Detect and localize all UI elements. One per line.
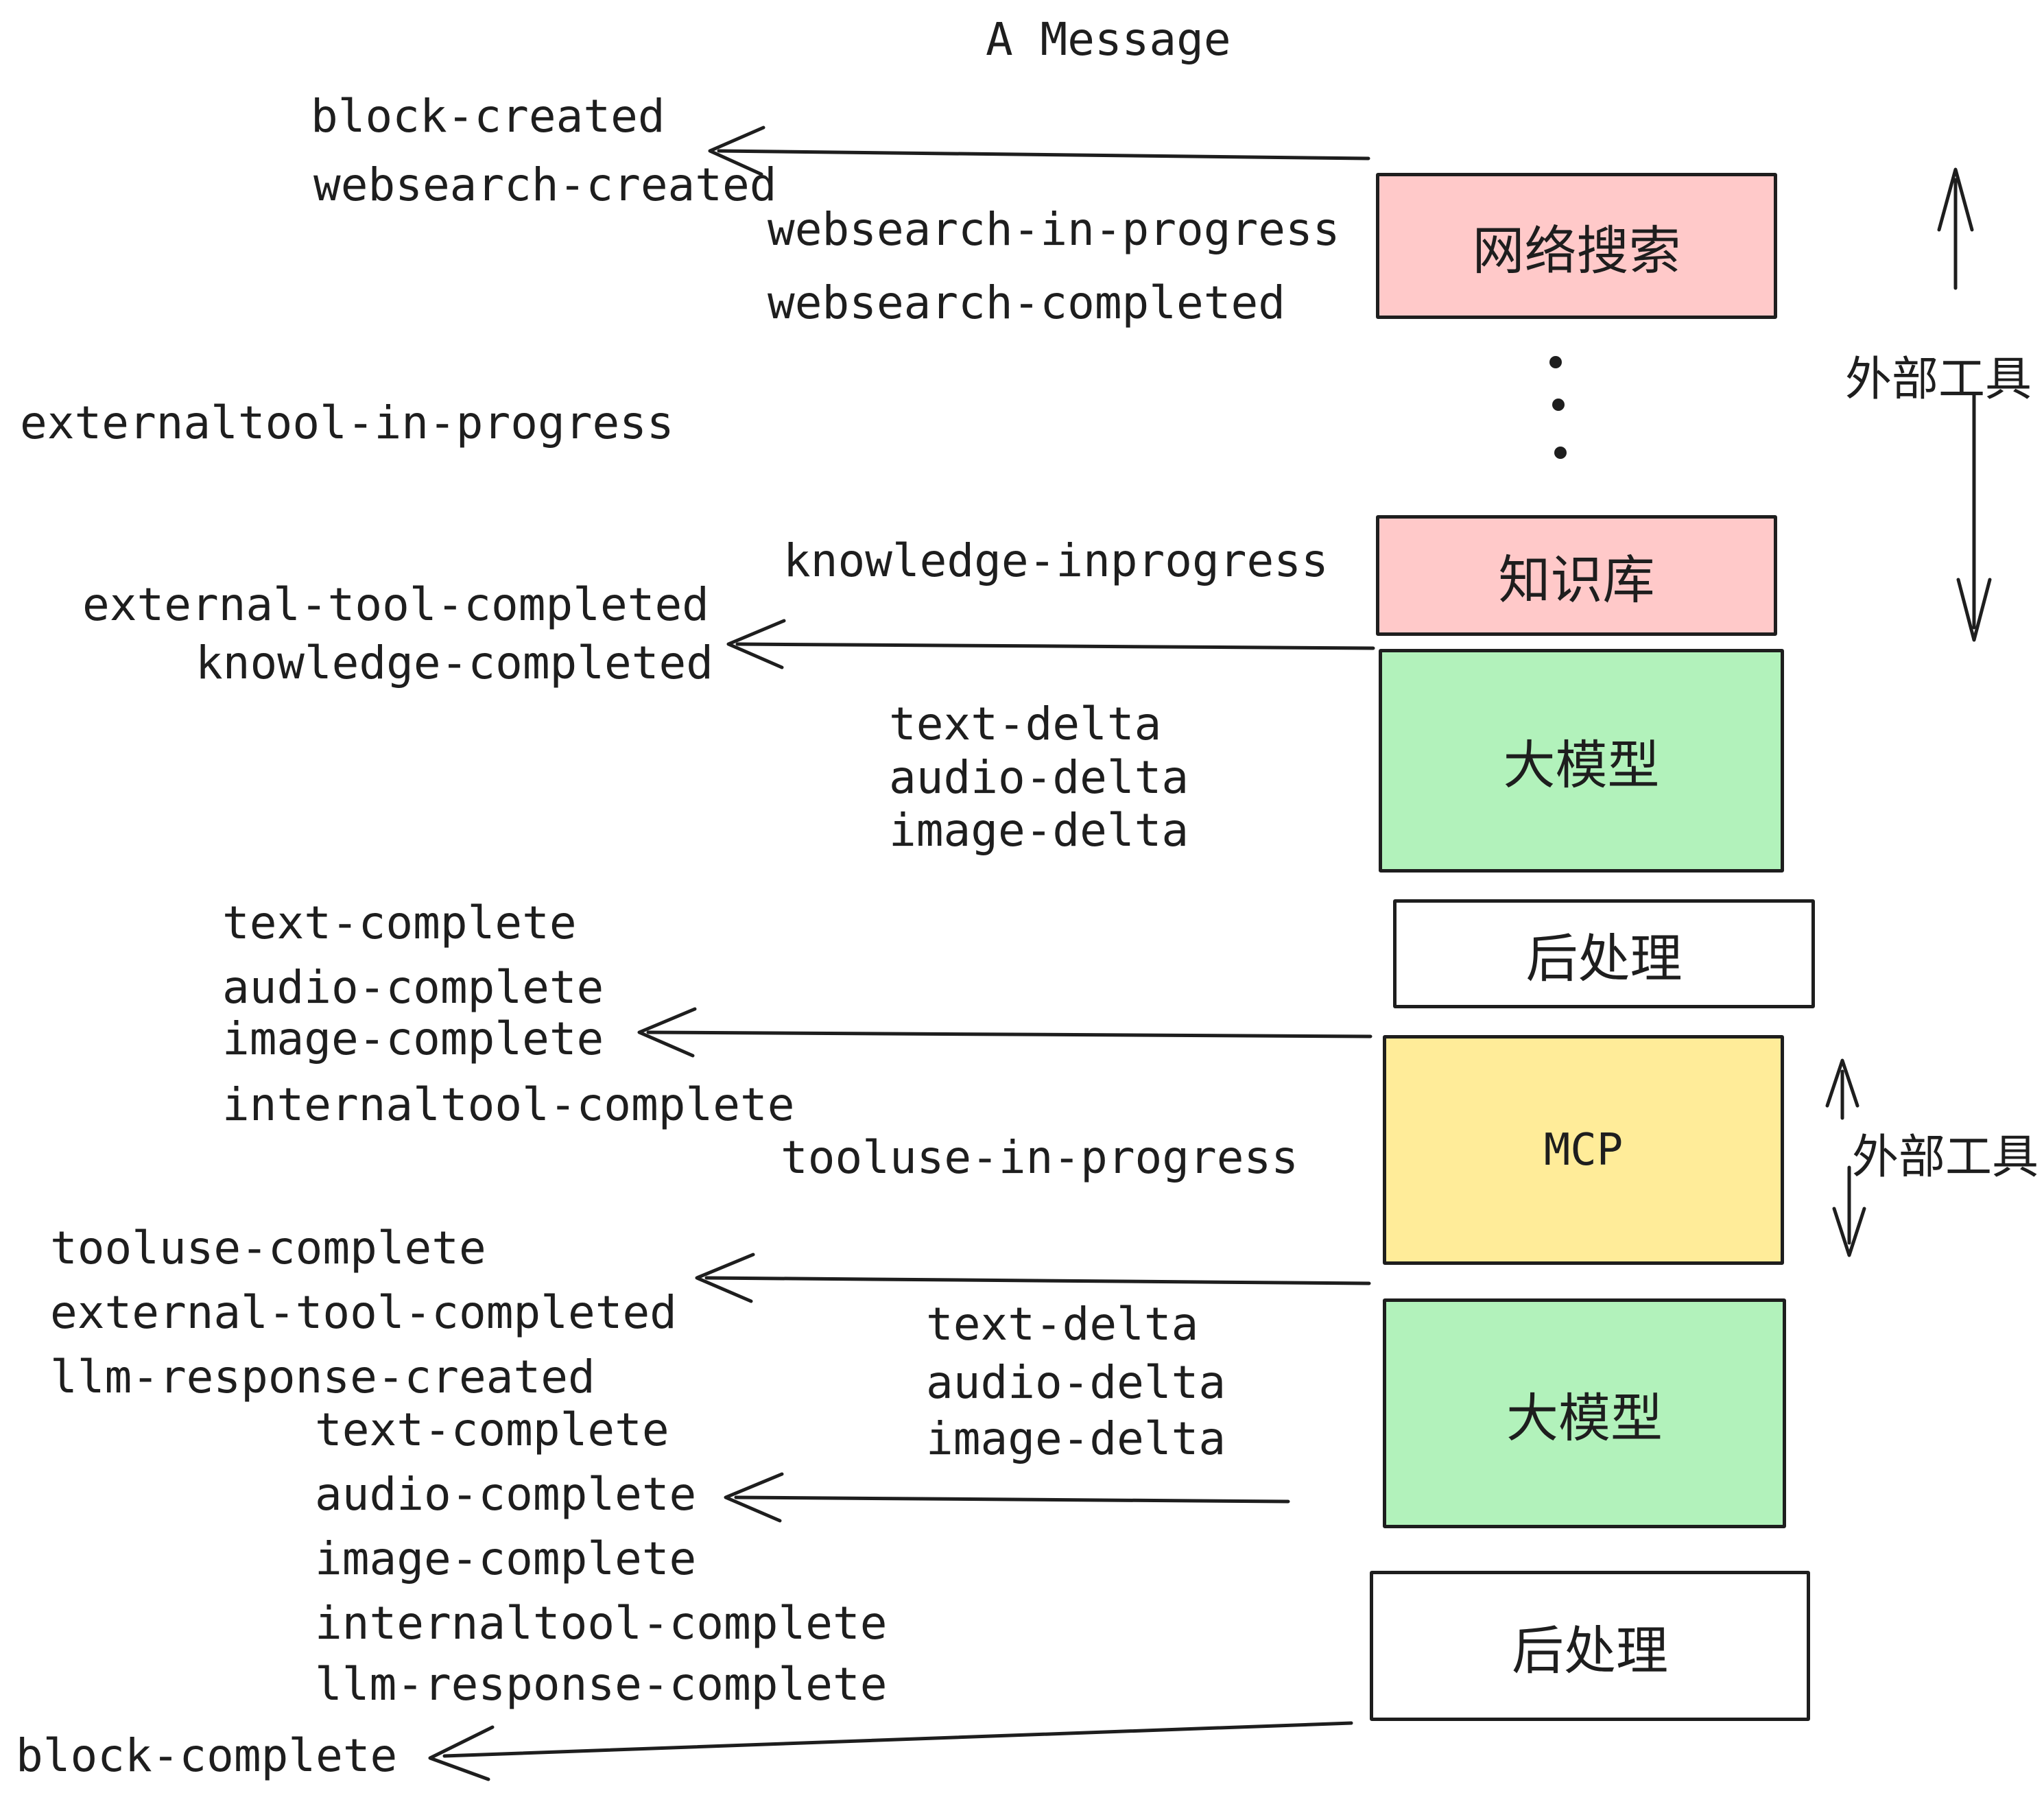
dot-icon <box>1554 447 1567 459</box>
arrow-tooluse-complete <box>695 1253 1371 1303</box>
arrow-knowledge-completed <box>726 619 1375 669</box>
event-image-delta-2: image-delta <box>926 1412 1226 1465</box>
arrow-image-complete <box>637 1007 1372 1058</box>
event-audio-complete-2: audio-complete <box>315 1468 697 1521</box>
event-internaltool-complete-1: internaltool-complete <box>222 1078 795 1131</box>
event-text-delta-1: text-delta <box>889 698 1162 750</box>
dot-icon <box>1552 399 1565 411</box>
event-tooluse-in-progress: tooluse-in-progress <box>781 1131 1298 1184</box>
box-postprocess-1: 后处理 <box>1393 899 1815 1008</box>
event-websearch-in-progress: websearch-in-progress <box>768 203 1340 256</box>
event-websearch-created: websearch-created <box>313 158 777 211</box>
box-postprocess-2-label: 后处理 <box>1512 1619 1668 1681</box>
event-externaltool-in-progress: externaltool-in-progress <box>20 396 674 449</box>
event-audio-delta-1: audio-delta <box>889 751 1189 804</box>
event-knowledge-inprogress: knowledge-inprogress <box>783 534 1329 587</box>
box-mcp: MCP <box>1383 1035 1784 1265</box>
event-llm-response-created: llm-response-created <box>50 1351 595 1403</box>
event-block-complete: block-complete <box>16 1729 398 1782</box>
box-llm-1-label: 大模型 <box>1503 735 1660 796</box>
box-postprocess-2: 后处理 <box>1370 1571 1810 1721</box>
box-llm-1: 大模型 <box>1379 649 1784 873</box>
event-image-complete-2: image-complete <box>315 1532 697 1585</box>
event-text-complete-2: text-complete <box>315 1403 669 1456</box>
event-image-delta-1: image-delta <box>889 804 1189 857</box>
event-text-delta-2: text-delta <box>926 1298 1199 1351</box>
event-knowledge-completed: knowledge-completed <box>195 637 713 689</box>
arrow-block-complete <box>428 1721 1353 1781</box>
event-tooluse-complete: tooluse-complete <box>50 1222 486 1274</box>
diagram-title: A Message <box>986 13 1231 66</box>
arrow-audio-complete <box>724 1472 1290 1523</box>
event-block-created: block-created <box>311 90 665 143</box>
event-external-tool-completed-2: external-tool-completed <box>50 1286 677 1339</box>
dot-icon <box>1549 356 1562 368</box>
box-llm-2: 大模型 <box>1383 1298 1786 1528</box>
event-external-tool-completed-1: external-tool-completed <box>82 578 709 631</box>
box-knowledge: 知识库 <box>1376 515 1777 636</box>
box-mcp-label: MCP <box>1543 1124 1624 1176</box>
side-label-external-tools-bottom: 外部工具 <box>1852 1130 2039 1185</box>
event-audio-delta-2: audio-delta <box>926 1356 1226 1409</box>
event-websearch-completed: websearch-completed <box>768 276 1285 329</box>
side-label-external-tools-top: 外部工具 <box>1845 353 2032 407</box>
box-knowledge-label: 知识库 <box>1498 549 1655 610</box>
event-text-complete-1: text-complete <box>222 897 577 949</box>
box-postprocess-1-label: 后处理 <box>1525 927 1683 989</box>
box-llm-2-label: 大模型 <box>1506 1387 1663 1449</box>
arrow-block-created <box>708 126 1370 176</box>
event-image-complete-1: image-complete <box>222 1012 604 1065</box>
event-llm-response-complete: llm-response-complete <box>315 1658 888 1711</box>
event-internaltool-complete-2: internaltool-complete <box>315 1597 888 1650</box>
event-audio-complete-1: audio-complete <box>222 961 604 1014</box>
box-websearch-label: 网络搜索 <box>1472 219 1681 281</box>
box-websearch: 网络搜索 <box>1376 173 1777 319</box>
